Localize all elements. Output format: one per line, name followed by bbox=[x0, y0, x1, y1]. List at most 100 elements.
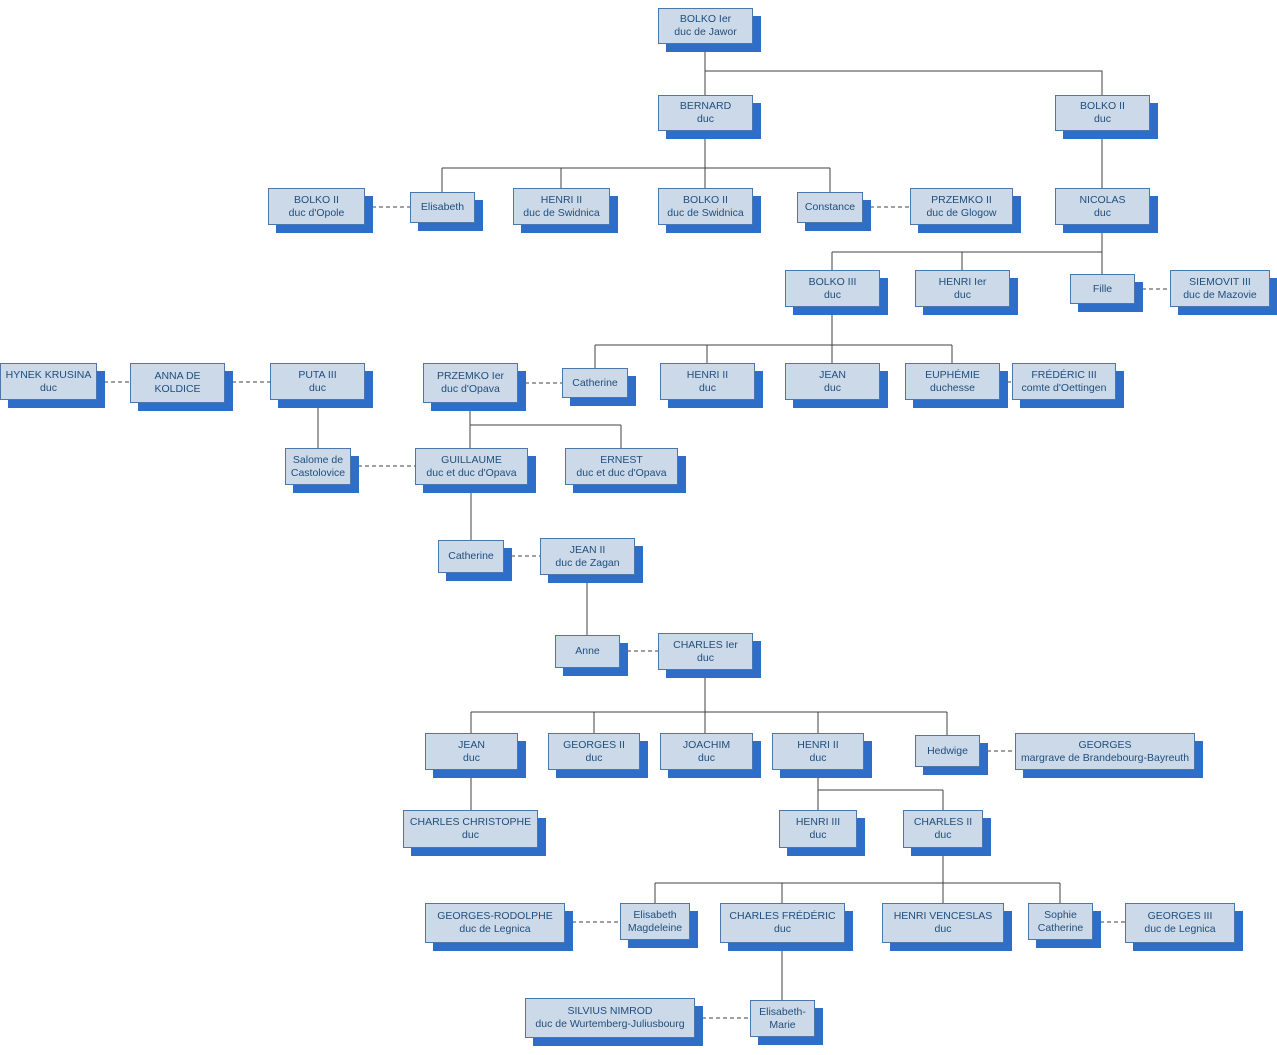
person-name: SILVIUS NIMROD bbox=[567, 1005, 653, 1017]
person-title: duc de Zagan bbox=[555, 556, 620, 569]
person-name: EUPHÉMIE bbox=[925, 368, 980, 381]
person-title: duc bbox=[697, 113, 714, 125]
person-name: Fille bbox=[1092, 282, 1113, 295]
person-name: HENRI II bbox=[540, 193, 583, 206]
person-title: duc bbox=[462, 829, 479, 841]
person-node-anne: Anne bbox=[555, 635, 620, 668]
person-name: NICOLAS bbox=[1079, 193, 1126, 206]
person-name: PRZEMKO Ier bbox=[436, 370, 505, 382]
person-title: duc bbox=[309, 381, 326, 394]
person-title: duc de Wurtemberg-Juliusbourg bbox=[535, 1018, 685, 1030]
person-name: SIEMOVIT III bbox=[1189, 275, 1251, 288]
person-node-elisabeth: Elisabeth bbox=[410, 192, 475, 223]
person-title: duc bbox=[824, 288, 841, 301]
person-title: duc bbox=[954, 288, 971, 301]
person-name: Constance bbox=[804, 201, 856, 213]
person-name: PUTA III bbox=[298, 368, 337, 381]
person-title: duc de Jawor bbox=[674, 26, 737, 38]
person-name: GEORGES bbox=[1078, 738, 1132, 751]
person-name: PRZEMKO II bbox=[931, 193, 992, 206]
person-name: HENRI Ier bbox=[938, 275, 987, 288]
person-title: duc de Legnica bbox=[1144, 923, 1216, 935]
person-title: duc et duc d'Opava bbox=[576, 466, 667, 479]
person-title: duc bbox=[809, 829, 827, 841]
person-title: duc bbox=[934, 829, 952, 841]
person-node-elisabeth-marie: Elisabeth-Marie bbox=[750, 1000, 815, 1037]
person-name: CHARLES Ier bbox=[673, 638, 738, 651]
person-name: ERNEST bbox=[600, 453, 643, 466]
person-title: duc bbox=[698, 751, 715, 764]
person-name: CHARLES II bbox=[913, 816, 973, 828]
person-name: BERNARD bbox=[679, 100, 732, 112]
person-title: duchesse bbox=[930, 381, 975, 394]
person-name: Elisabeth bbox=[420, 201, 465, 213]
person-name: CHARLES CHRISTOPHE bbox=[409, 816, 532, 828]
person-name: HENRI II bbox=[797, 738, 839, 751]
person-title: duc bbox=[934, 923, 952, 935]
person-name: Salome de Castolovice bbox=[290, 453, 346, 479]
person-title: duc bbox=[824, 381, 841, 394]
person-title: margrave de Brandebourg-Bayreuth bbox=[1020, 751, 1190, 764]
person-node-anna-de-koldice: ANNA DE KOLDICE bbox=[130, 363, 225, 403]
person-title: duc bbox=[40, 381, 57, 394]
person-title: duc bbox=[697, 651, 714, 664]
person-title: duc bbox=[1094, 206, 1111, 219]
person-node-catherine: Catherine bbox=[438, 540, 504, 573]
person-node-elisabeth-magdeleine: Elisabeth Magdeleine bbox=[620, 903, 690, 940]
person-node-hedwige: Hedwige bbox=[915, 735, 980, 767]
person-name: GEORGES III bbox=[1147, 910, 1213, 922]
person-title: duc d'Opole bbox=[288, 206, 345, 219]
person-title: duc bbox=[585, 751, 603, 764]
descent-connector bbox=[705, 70, 1103, 95]
person-name: Hedwige bbox=[927, 744, 968, 757]
person-name: JEAN II bbox=[569, 543, 606, 556]
person-node-salome-de-castolovice: Salome de Castolovice bbox=[285, 448, 351, 485]
person-title: duc d'Opava bbox=[441, 383, 500, 395]
person-name: CHARLES FRÉDÉRIC bbox=[729, 910, 836, 922]
person-name: FRÉDÉRIC III bbox=[1031, 368, 1097, 381]
person-title: duc de Swidnica bbox=[523, 206, 600, 219]
person-name: Catherine bbox=[448, 550, 494, 562]
person-name: Elisabeth-Marie bbox=[759, 1005, 806, 1031]
person-title: duc de Glogow bbox=[926, 206, 997, 219]
person-name: Anne bbox=[575, 645, 600, 657]
person-title: duc de Legnica bbox=[459, 923, 531, 935]
person-title: comte d'Oettingen bbox=[1021, 381, 1107, 394]
person-name: GEORGES II bbox=[563, 738, 625, 751]
person-node-sophie-catherine: Sophie Catherine bbox=[1028, 903, 1093, 940]
person-name: BOLKO II bbox=[683, 193, 728, 206]
person-name: ANNA DE KOLDICE bbox=[154, 370, 201, 395]
person-name: Catherine bbox=[572, 376, 618, 389]
person-node-constance: Constance bbox=[797, 192, 863, 223]
person-title: duc bbox=[1094, 113, 1111, 125]
person-name: HENRI VENCESLAS bbox=[893, 910, 993, 922]
person-title: duc bbox=[809, 751, 827, 764]
person-name: GUILLAUME bbox=[441, 453, 502, 466]
